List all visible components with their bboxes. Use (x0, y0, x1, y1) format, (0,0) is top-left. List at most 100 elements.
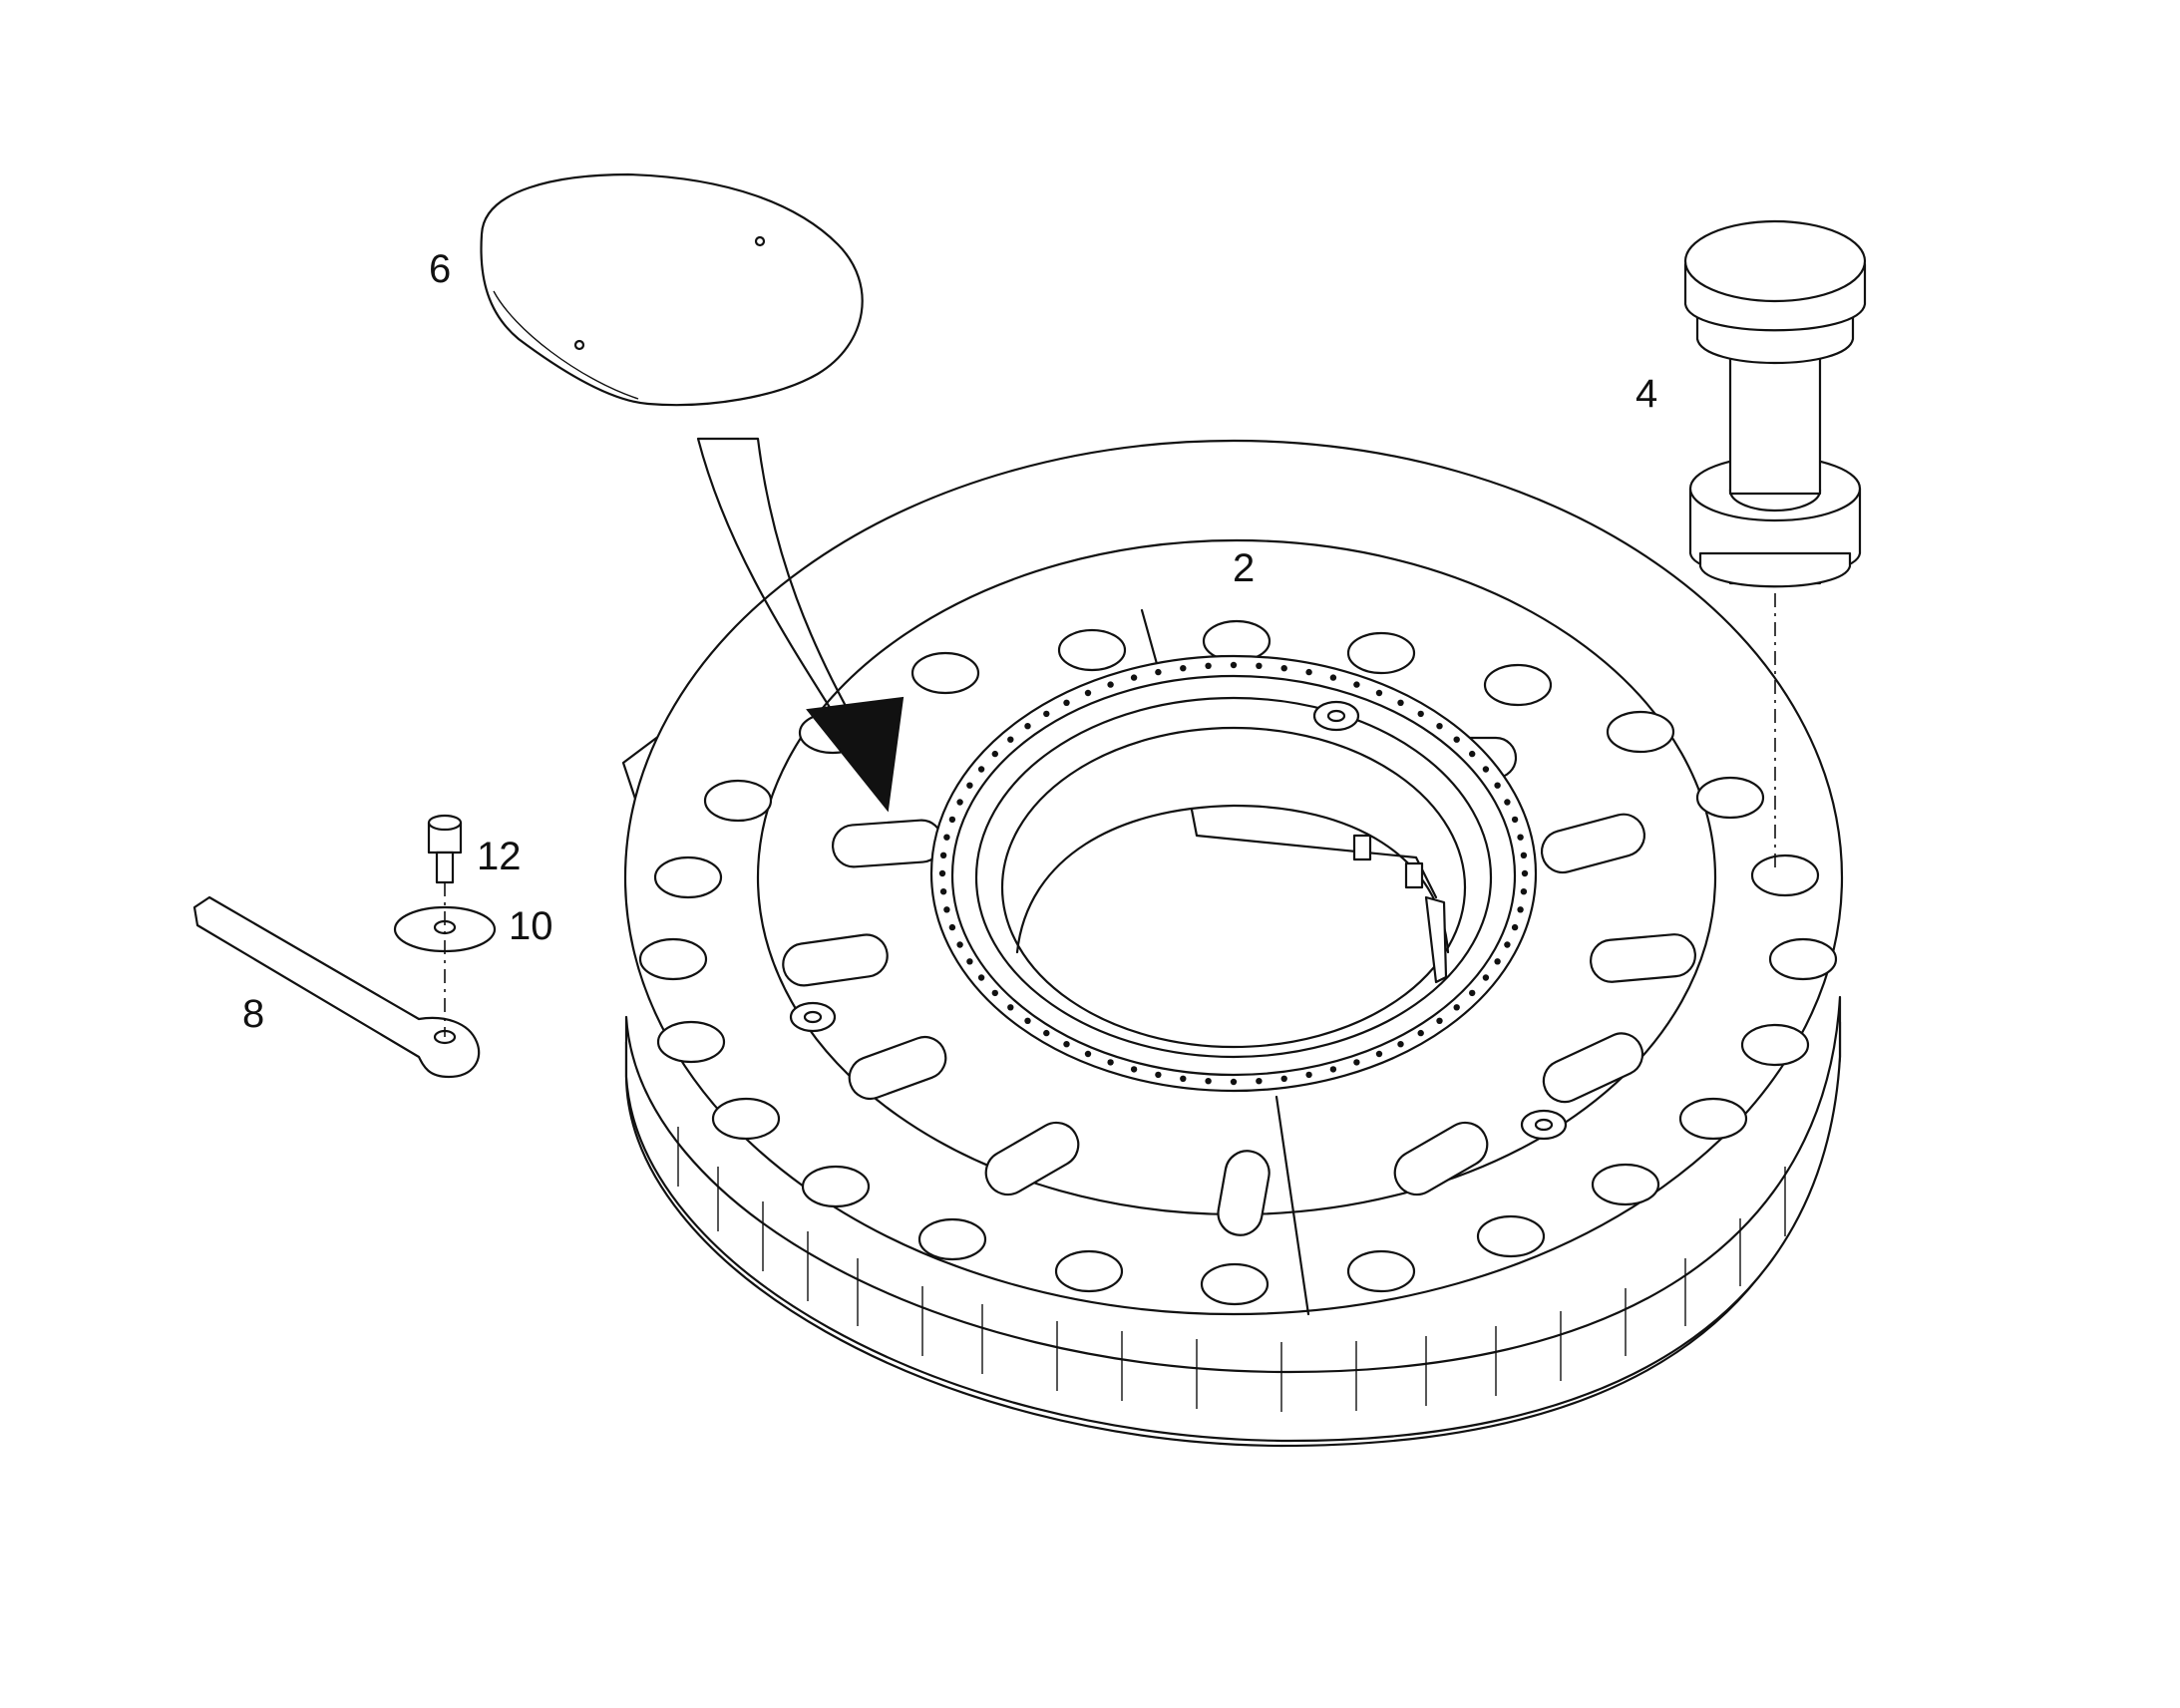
bolt-dot (1397, 1041, 1404, 1048)
bolt-dot (1305, 668, 1312, 676)
bolt-dot (1469, 750, 1476, 758)
bolt-dot (1280, 665, 1287, 672)
bolt-dot (1256, 662, 1263, 669)
bolt-dot (1280, 1075, 1287, 1083)
bolt-dot (1375, 1050, 1383, 1058)
pin-lower-knurl (1698, 551, 1852, 588)
outer-ring-holes (638, 619, 1838, 1306)
callout-6: 6 (429, 247, 451, 291)
bearing-bolt-dots (938, 661, 1529, 1086)
bolt-dot (1043, 1029, 1050, 1037)
eye-bolt-left (789, 1001, 837, 1033)
skirt-pockets (677, 1127, 1786, 1412)
bolt-dot (1469, 989, 1476, 997)
cover-plate (480, 172, 864, 407)
bolt-dot (1482, 974, 1490, 981)
bolt-dot (1007, 1004, 1014, 1011)
bolt-dot (939, 888, 947, 895)
bolt-dot (1130, 674, 1138, 681)
callout-8: 8 (242, 992, 264, 1036)
callout-12: 12 (477, 835, 522, 878)
bolt-dot (1504, 941, 1511, 948)
bearing-inner-race (974, 696, 1493, 1059)
callout-2: 2 (1233, 546, 1255, 590)
bolt-dot (977, 974, 985, 981)
housing-side-band (624, 995, 1842, 1443)
bolt-dot (1453, 736, 1460, 743)
eye-bolt-top (1312, 700, 1360, 732)
bore-bracket (1424, 895, 1448, 984)
bolt-dot (1397, 699, 1404, 706)
bolt-dot (1521, 869, 1529, 877)
bolt-dot (1084, 1050, 1092, 1058)
bolt-dot (1205, 1078, 1212, 1085)
callout-4: 4 (1635, 372, 1657, 416)
arrow-head (806, 696, 905, 813)
bolt-dot (1180, 665, 1187, 672)
bolt-dot (1520, 852, 1528, 858)
bore-step (1190, 808, 1438, 899)
bolt-dot (1230, 1078, 1238, 1086)
bolt-dot (1024, 723, 1031, 730)
callout-10: 10 (509, 904, 553, 948)
bolt-dot (1107, 681, 1114, 688)
bolt-dot (1205, 662, 1212, 669)
bolt-dot (1329, 1066, 1337, 1073)
bolt-dot (1375, 689, 1383, 697)
eye-bolt-right (1520, 1109, 1568, 1141)
washer (393, 905, 497, 953)
bolt-dot (939, 852, 947, 858)
bolt-dot (938, 869, 946, 877)
bolt-dot (956, 941, 963, 948)
bolt-dot (1436, 1017, 1443, 1024)
bolt-dot (1482, 766, 1490, 773)
bolt-dot (1353, 681, 1360, 688)
bolt-dot (948, 923, 956, 931)
bolt-dot (1063, 1041, 1070, 1048)
pin-assembly (1683, 219, 1867, 588)
install-arrow (696, 437, 905, 813)
inner-block-a (1352, 834, 1372, 861)
bolt-dot (1155, 668, 1162, 676)
eye-bolts (789, 700, 1568, 1141)
bolt-dot (991, 750, 998, 758)
bolt-dot (943, 834, 950, 841)
bolt-dot (1511, 923, 1519, 931)
bolt-dot (1353, 1059, 1360, 1066)
bolt-dot (1063, 699, 1070, 706)
bolt-dot (1155, 1071, 1162, 1079)
bolt-dot (1436, 723, 1443, 730)
hex-bolt (427, 814, 463, 884)
bolt-dot (1504, 799, 1511, 806)
bolt-dot (1417, 1029, 1424, 1037)
bolt-dot (1511, 816, 1519, 824)
bolt-dot (1084, 689, 1092, 697)
bolt-dot (956, 799, 963, 806)
bolt-dot (1453, 1004, 1460, 1011)
bolt-dot (1494, 958, 1501, 965)
bolt-dot (1180, 1075, 1187, 1083)
bearing-housing (621, 439, 1844, 1448)
bolt-dot (948, 816, 956, 824)
bolt-dot (1043, 710, 1050, 718)
bolt-dot (966, 958, 973, 965)
bolt-dot (1417, 710, 1424, 718)
bolt-dot (1007, 736, 1014, 743)
bolt-dot (1230, 661, 1238, 669)
bolt-dot (943, 906, 950, 913)
bolt-dot (991, 989, 998, 997)
bolt-dot (1517, 906, 1524, 913)
bolt-dot (1130, 1066, 1138, 1073)
bolt-dot (1494, 782, 1501, 789)
bolt-dot (1517, 834, 1524, 841)
bolt-dot (1256, 1078, 1263, 1085)
inner-block-b (1404, 861, 1424, 889)
bolt-dot (1520, 888, 1528, 895)
bolt-dot (1305, 1071, 1312, 1079)
bolt-dot (966, 782, 973, 789)
bolt-dot (1024, 1017, 1031, 1024)
bolt-dot (977, 766, 985, 773)
bearing-outer-race-inner (950, 674, 1517, 1077)
bearing-inner-bore (1000, 726, 1467, 1049)
